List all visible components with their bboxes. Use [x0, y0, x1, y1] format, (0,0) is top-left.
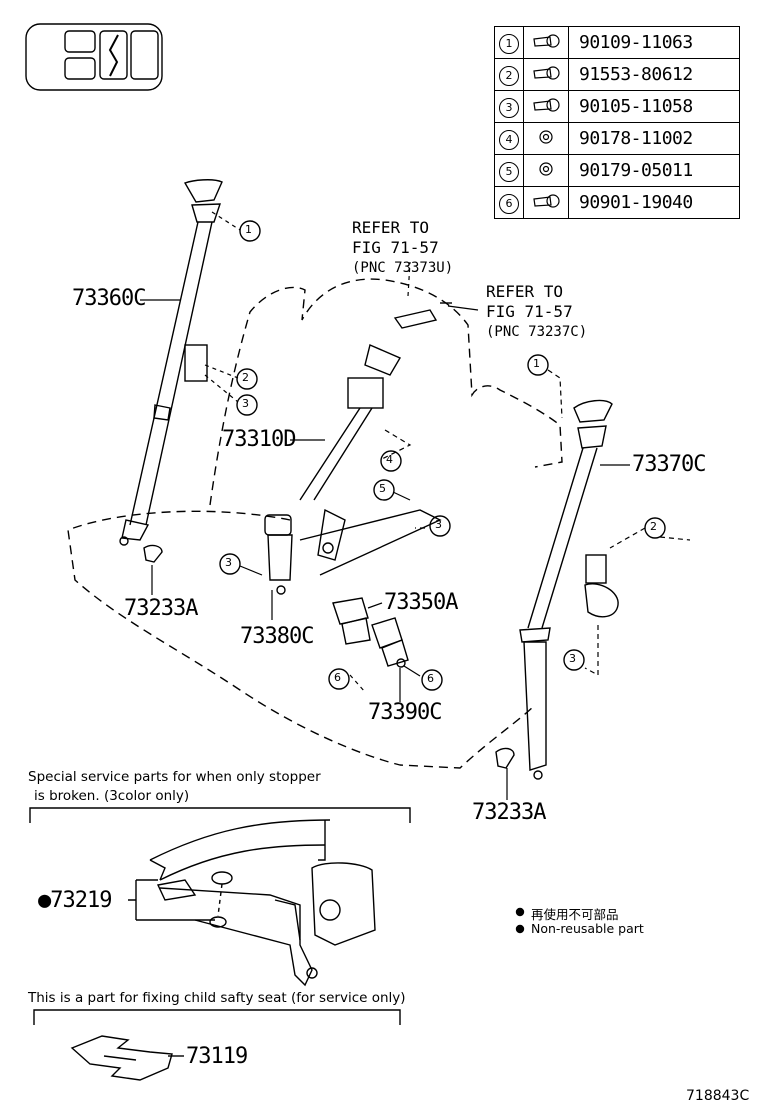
- fastener-part-number: 91553-80612: [568, 58, 740, 91]
- refer-right-line3: (PNC 73237C): [486, 324, 588, 340]
- callout-3-right: 3: [569, 652, 576, 665]
- legend-jp: 再使用不可部品: [531, 907, 619, 922]
- refer-top-line3: (PNC 73373U): [352, 260, 454, 276]
- label-73119: 73119: [186, 1044, 248, 1069]
- tag-73233A-left: [143, 544, 163, 563]
- fastener-ref-cell: 3: [494, 90, 524, 123]
- bolt-icon: [523, 26, 569, 59]
- child-seat-note: This is a part for fixing child safty se…: [28, 990, 406, 1006]
- buckle-73390C: [371, 617, 409, 668]
- refer-right-line2: FIG 71-57: [486, 302, 573, 321]
- legend-en: Non-reusable part: [531, 921, 644, 936]
- belt-73370C: [519, 399, 619, 780]
- bolt-icon: [523, 58, 569, 91]
- fastener-row: 5 90179-05011: [494, 154, 740, 187]
- callout-2-left: 2: [242, 371, 249, 384]
- figure-id: 718843C: [686, 1088, 750, 1104]
- fastener-ref-cell: 5: [494, 154, 524, 187]
- bracket-73219: [128, 879, 215, 921]
- nut-icon: [523, 122, 569, 155]
- fastener-part-number: 90109-11063: [568, 26, 740, 59]
- section-bracket-special: [29, 807, 411, 823]
- fastener-ref-cell: 1: [494, 26, 524, 59]
- seat-position-icon: [25, 23, 163, 91]
- legend-bullet-jp: [515, 907, 525, 917]
- refer-top-line2: FIG 71-57: [352, 238, 439, 257]
- refer-top-line1: REFER TO: [352, 218, 430, 237]
- refer-note-top: REFER TO FIG 71-57 (PNC 73373U): [352, 218, 453, 278]
- callout-3-mid: 3: [435, 518, 442, 531]
- callout-3-lower: 3: [225, 556, 232, 569]
- fastener-ref-cell: 4: [494, 122, 524, 155]
- leader-lines: [140, 211, 691, 800]
- fastener-row: 2 91553-80612: [494, 58, 740, 91]
- fastener-row: 4 90178-11002: [494, 122, 740, 155]
- callout-1-right: 1: [533, 357, 540, 370]
- callout-4: 4: [386, 453, 393, 466]
- component-73373U: [393, 309, 438, 329]
- belt-73310D: [299, 344, 442, 576]
- belt-73360C: [119, 179, 223, 546]
- label-73380C: 73380C: [240, 624, 314, 649]
- label-73233A-right: 73233A: [472, 800, 546, 825]
- buckle-73350A: [332, 597, 371, 645]
- fastener-ref-number: 6: [499, 193, 519, 214]
- callout-5: 5: [379, 482, 386, 495]
- seat-cushion-outline: [67, 510, 536, 769]
- refer-right-line1: REFER TO: [486, 282, 564, 301]
- refer-note-right: REFER TO FIG 71-57 (PNC 73237C): [486, 282, 587, 342]
- special-service-note-line2: is broken. (3color only): [34, 788, 190, 804]
- tag-73233A-right: [495, 747, 515, 769]
- special-service-note-line1: Special service parts for when only stop…: [28, 769, 321, 785]
- callout-6-right: 6: [427, 672, 434, 685]
- part-73119: [70, 1035, 173, 1081]
- fastener-part-number: 90179-05011: [568, 154, 740, 187]
- fastener-row: 3 90105-11058: [494, 90, 740, 123]
- fastener-ref-number: 2: [499, 65, 519, 86]
- buckle-73380C: [264, 514, 293, 595]
- label-73350A: 73350A: [384, 590, 458, 615]
- callout-6-left: 6: [334, 671, 341, 684]
- fastener-ref-cell: 6: [494, 186, 524, 219]
- label-73390C: 73390C: [368, 700, 442, 725]
- fastener-ref-number: 5: [499, 161, 519, 182]
- label-73219: ●73219: [38, 888, 112, 913]
- bolt-icon: [523, 90, 569, 123]
- legend-bullet-en: [515, 924, 525, 934]
- fastener-table: 1 90109-11063 2 91553-80612 3 90105-11058 4 901…: [494, 26, 740, 219]
- label-73370C: 73370C: [632, 452, 706, 477]
- fastener-part-number: 90178-11002: [568, 122, 740, 155]
- callout-2-right: 2: [650, 520, 657, 533]
- fastener-ref-number: 1: [499, 33, 519, 54]
- fastener-row: 1 90109-11063: [494, 26, 740, 59]
- fastener-ref-number: 3: [499, 97, 519, 118]
- callout-3-left: 3: [242, 397, 249, 410]
- label-73310D: 73310D: [222, 427, 296, 452]
- nut-icon: [523, 154, 569, 187]
- fastener-part-number: 90901-19040: [568, 186, 740, 219]
- fastener-ref-number: 4: [499, 129, 519, 150]
- stopper-assembly: [149, 819, 376, 987]
- fastener-ref-cell: 2: [494, 58, 524, 91]
- fastener-row: 6 90901-19040: [494, 186, 740, 219]
- seat-back-outline: [209, 278, 563, 506]
- label-73360C: 73360C: [72, 286, 146, 311]
- bolt-icon: [523, 186, 569, 219]
- section-bracket-child: [33, 1009, 401, 1025]
- callout-circles: [219, 220, 666, 691]
- fastener-part-number: 90105-11058: [568, 90, 740, 123]
- label-73233A-left: 73233A: [124, 596, 198, 621]
- callout-1-top: 1: [245, 223, 252, 236]
